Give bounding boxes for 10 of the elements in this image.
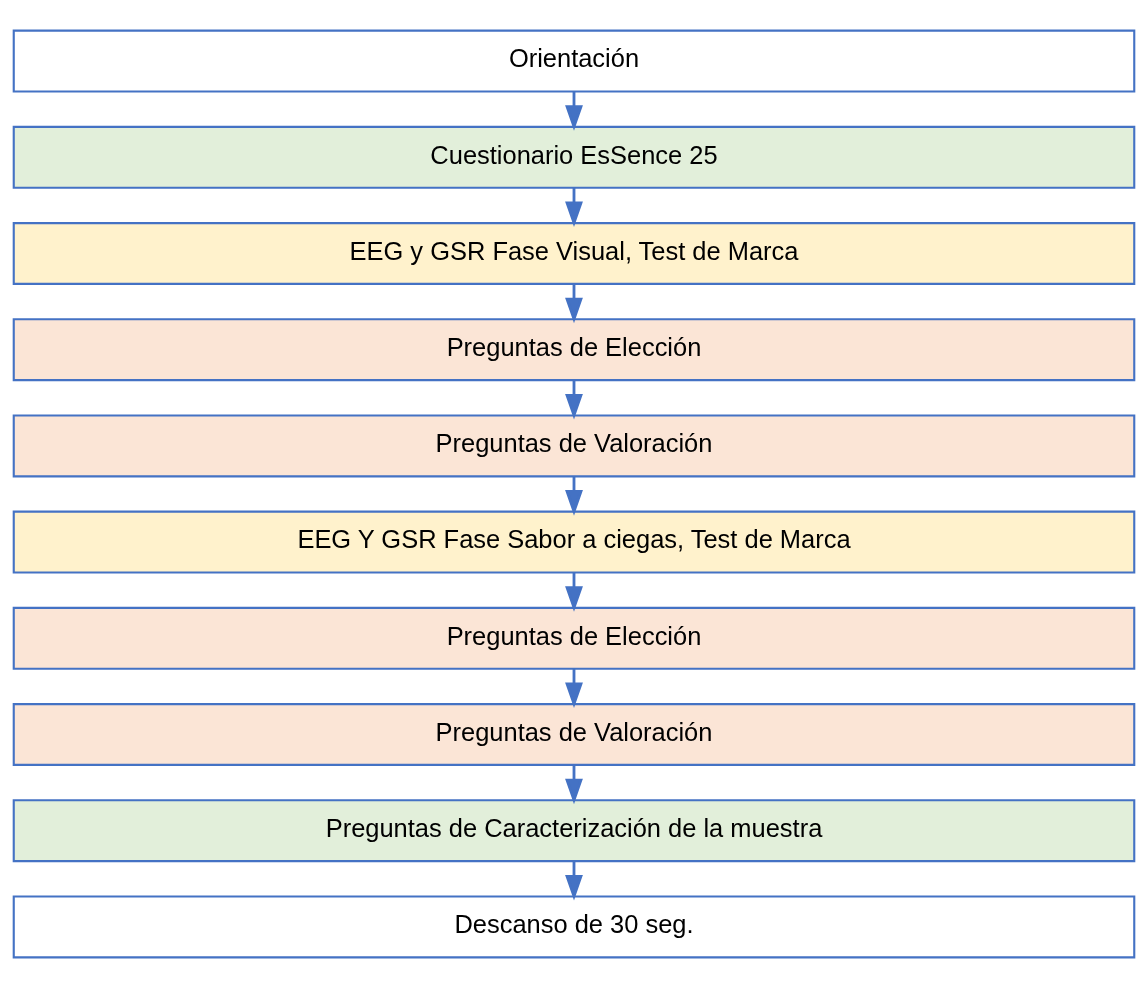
node-box: Preguntas de Valoración (12, 413, 1136, 477)
node-box: Preguntas de Elección (12, 606, 1136, 670)
node-box: EEG Y GSR Fase Sabor a ciegas, Test de Marca (12, 510, 1136, 574)
node-box: Preguntas de Elección (12, 317, 1136, 381)
node-box: Descanso de 30 seg. (12, 894, 1136, 958)
node-box: Orientación (12, 29, 1136, 93)
node-box: Preguntas de Caracterización de la muestra (12, 798, 1136, 862)
node-box: EEG y GSR Fase Visual, Test de Marca (12, 221, 1136, 285)
node-box: Preguntas de Valoración (12, 702, 1136, 766)
node-box: Cuestionario EsSence 25 (12, 125, 1136, 189)
